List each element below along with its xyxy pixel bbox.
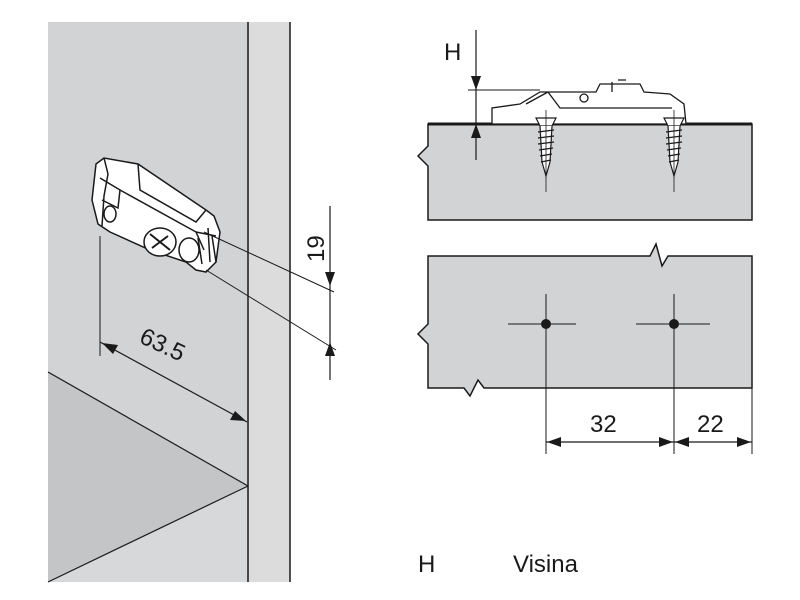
cabinet-front-edge [248,22,290,582]
legend-symbol: H [418,551,436,578]
arrowhead [547,437,561,447]
arrowhead [471,124,481,138]
dimension-line-depth [99,341,248,423]
slot-hole [178,237,200,263]
cabinet-bottom-line [47,371,249,487]
legend-description: Visina [513,551,578,578]
cabinet-side-panel [48,22,248,486]
side-view-plate [491,79,687,125]
arrowhead [230,411,246,421]
mounting-plate [91,157,221,273]
dimension-label-spacing: 19 [303,235,330,262]
dimension-label-hole-spacing: 32 [590,411,617,438]
drill-hole [669,319,679,329]
arrowhead [675,437,689,447]
side-view-board [416,123,753,221]
cabinet-bottom-panel [48,372,248,582]
drill-hole [541,319,551,329]
arrowhead [325,342,335,356]
arrowhead [737,437,751,447]
extension-line [203,231,335,293]
side-view: H [416,30,753,221]
arrowhead [659,437,673,447]
height-symbol-label: H [444,39,461,66]
dimension-label-edge-offset: 22 [697,411,724,438]
extension-line [205,269,337,351]
perspective-view: 19 63.5 [47,22,337,583]
cabinet-bottom-front-line [47,485,249,583]
arrowhead [325,272,335,286]
top-view-board [416,241,753,398]
slot-hole [103,205,117,223]
arrowhead [102,343,118,354]
top-view: 32 22 [416,241,753,454]
arrowhead [471,76,481,90]
